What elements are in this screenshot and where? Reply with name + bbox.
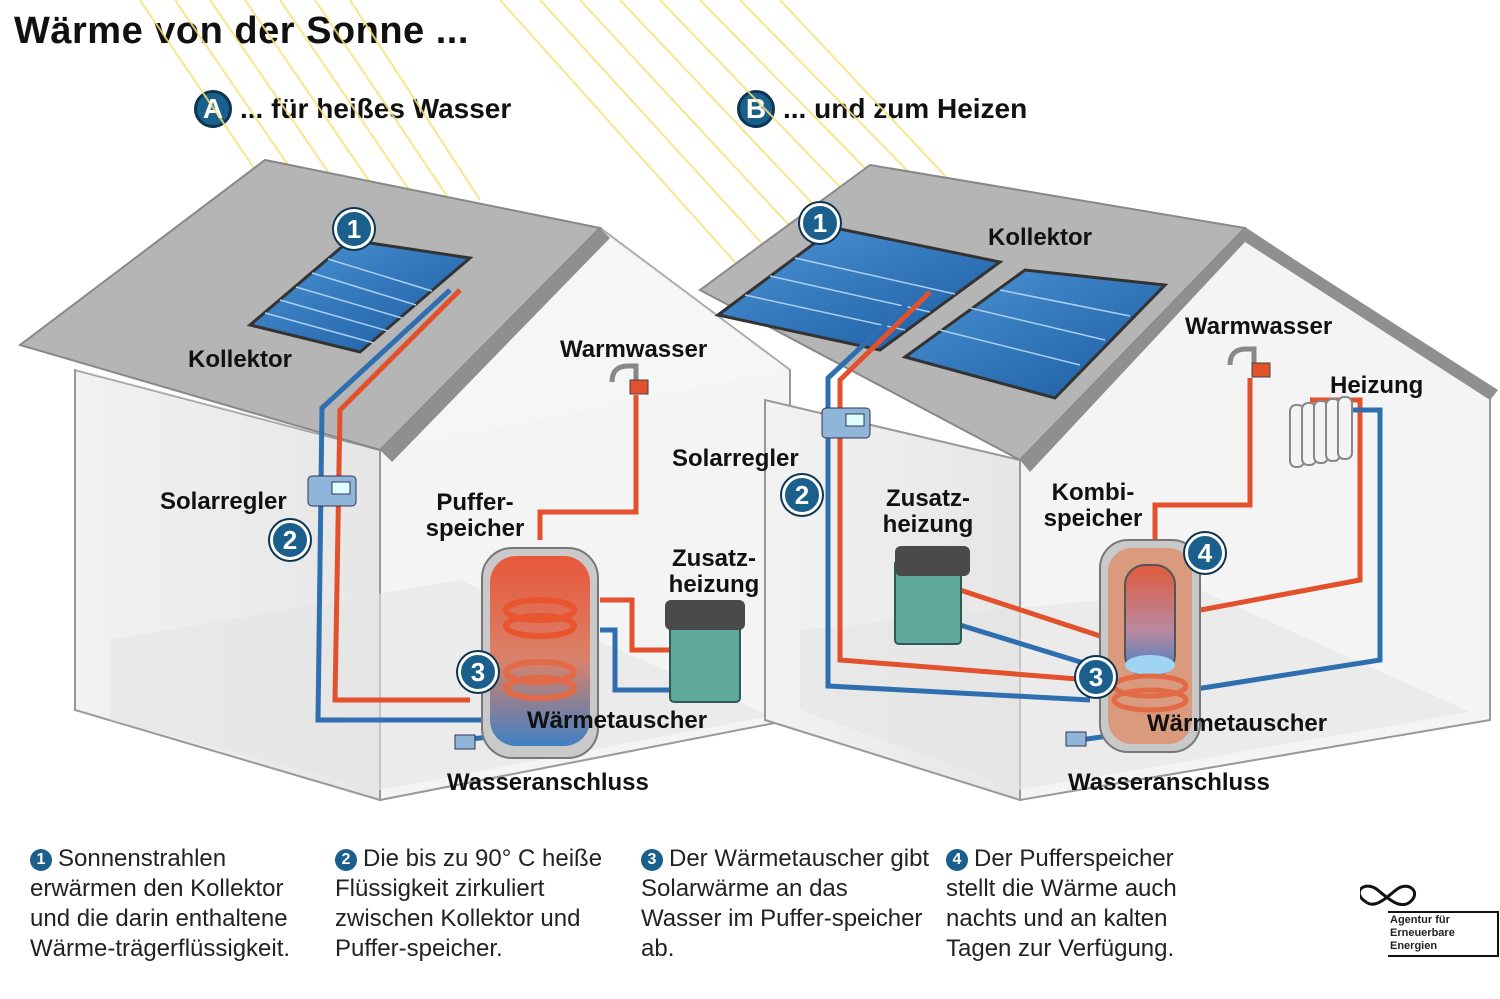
- label-b-kollektor: Kollektor: [988, 224, 1093, 251]
- marker-b-4: 4: [1185, 533, 1225, 573]
- note-4-text: Der Pufferspeicher stellt die Wärme auch…: [946, 845, 1177, 962]
- label-b-warmwasser: Warmwasser: [1185, 313, 1333, 340]
- marker-b-3: 3: [1076, 657, 1116, 697]
- label-a-pufferspeicher-line1: Puffer-: [436, 489, 514, 516]
- label-a-pufferspeicher: Puffer- speicher: [420, 490, 530, 542]
- agency-logo: Agentur für Erneuerbare Energien: [1357, 872, 1500, 958]
- label-a-zusatzheizung-line1: Zusatz-: [672, 545, 756, 572]
- note-3-text: Der Wärmetauscher gibt Solarwärme an das…: [641, 845, 930, 962]
- label-b-zusatzheizung-line2: heizung: [882, 511, 974, 538]
- label-b-zusatzheizung-line1: Zusatz-: [886, 485, 970, 512]
- marker-a-3: 3: [458, 652, 498, 692]
- label-b-wasseranschluss: Wasseranschluss: [1068, 769, 1270, 796]
- note-1-number: 1: [30, 849, 52, 871]
- label-b-solarregler: Solarregler: [672, 445, 799, 472]
- label-b-kombispeicher: Kombi- speicher: [1038, 480, 1148, 532]
- note-3-number: 3: [641, 849, 663, 871]
- marker-b-1: 1: [800, 203, 840, 243]
- section-b-heading: B ... und zum Heizen: [737, 90, 1027, 128]
- marker-a-2: 2: [270, 520, 310, 560]
- note-2-number: 2: [335, 849, 357, 871]
- infinity-icon: [1357, 884, 1499, 957]
- marker-b-2: 2: [782, 475, 822, 515]
- logo-line-1: Agentur für: [1390, 914, 1450, 926]
- note-2-text: Die bis zu 90° C heiße Flüssigkeit zirku…: [335, 845, 603, 962]
- label-a-warmwasser: Warmwasser: [560, 336, 708, 363]
- label-a-solarregler: Solarregler: [160, 488, 287, 515]
- label-b-kombispeicher-line1: Kombi-: [1051, 479, 1135, 506]
- house-a: [17, 158, 791, 802]
- label-a-zusatzheizung-line2: heizung: [668, 571, 760, 598]
- label-a-waermetauscher: Wärmetauscher: [527, 707, 708, 734]
- label-a-pufferspeicher-line2: speicher: [425, 515, 525, 542]
- label-b-heizung: Heizung: [1330, 372, 1424, 399]
- label-a-zusatzheizung: Zusatz- heizung: [662, 546, 766, 598]
- logo-line-3: Energien: [1390, 940, 1438, 952]
- label-a-wasseranschluss: Wasseranschluss: [447, 769, 649, 796]
- note-1-text: Sonnenstrahlen erwärmen den Kollektor un…: [30, 845, 291, 962]
- section-b-badge: B: [737, 90, 775, 128]
- label-b-kombispeicher-line2: speicher: [1043, 505, 1143, 532]
- logo-line-2: Erneuerbare: [1390, 927, 1455, 939]
- label-b-waermetauscher: Wärmetauscher: [1147, 710, 1328, 737]
- note-4-number: 4: [946, 849, 968, 871]
- section-b-title: ... und zum Heizen: [783, 93, 1028, 124]
- label-a-kollektor: Kollektor: [188, 346, 293, 373]
- marker-a-1: 1: [334, 209, 374, 249]
- label-b-zusatzheizung: Zusatz- heizung: [876, 486, 980, 538]
- house-b: [698, 163, 1498, 802]
